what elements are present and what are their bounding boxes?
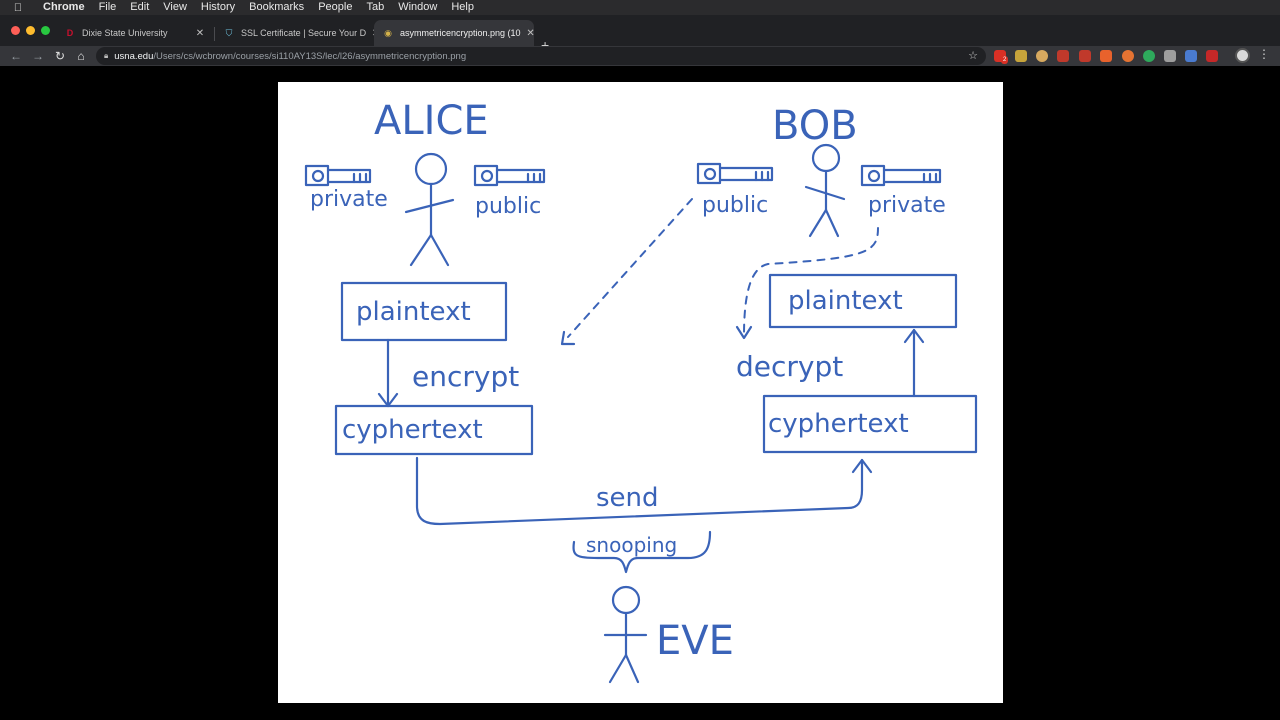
browser-toolbar: ← → ↻ ⌂ 🔒︎ usna.edu /Users/cs/wcbrown/co… (0, 46, 1280, 66)
dixie-favicon-icon: D (66, 28, 74, 38)
url-path: /Users/cs/wcbrown/courses/si110AY13S/lec… (153, 50, 467, 62)
asymmetric-encryption-diagram: ALICE BOB EVE (304, 98, 978, 684)
circle-extension-icon[interactable] (1122, 50, 1134, 62)
bob-public-key-label: public (702, 193, 768, 218)
html5-extension-icon[interactable] (1100, 50, 1112, 62)
bob-cyphertext-box (762, 394, 978, 454)
forward-arrow-icon[interactable]: → (32, 49, 44, 63)
extension-badge: 2 (1001, 56, 1009, 64)
apple-menu-icon[interactable]:  (0, 2, 36, 14)
back-arrow-icon[interactable]: ← (10, 49, 22, 63)
tab-title: SSL Certificate | Secure Your D (241, 28, 367, 38)
alice-public-key-icon (473, 164, 546, 187)
address-bar[interactable]: 🔒︎ usna.edu /Users/cs/wcbrown/courses/si… (96, 47, 986, 65)
menu-edit[interactable]: Edit (130, 1, 150, 13)
lock-icon: 🔒︎ (104, 51, 109, 60)
tab-asymmetric-encryption[interactable]: ◉ asymmetricencryption.png (10 ✕ (374, 20, 535, 46)
blue-extension-icon[interactable] (1185, 50, 1197, 62)
menu-history[interactable]: History (200, 1, 236, 13)
shield-favicon-icon: ⛉ (225, 27, 233, 38)
gray-extension-icon[interactable] (1164, 50, 1176, 62)
reload-icon[interactable]: ↻ (54, 49, 66, 63)
menu-help[interactable]: Help (451, 1, 474, 13)
snooping-label: snooping (586, 533, 677, 557)
menu-tab[interactable]: Tab (366, 1, 385, 13)
alice-private-key-label: private (310, 187, 388, 212)
alice-stick-figure (404, 152, 455, 267)
tab-strip: D Dixie State University ✕ ⛉ SSL Certifi… (0, 15, 1280, 53)
menu-people[interactable]: People (318, 1, 353, 13)
send-label: send (596, 483, 659, 513)
macos-menu-bar:  Chrome File Edit View History Bookmark… (0, 0, 1280, 15)
decrypt-label: decrypt (736, 350, 843, 383)
puzzle-extension-icon[interactable] (1015, 50, 1027, 62)
alice-cyphertext-label: cyphertext (342, 415, 483, 445)
bob-cyphertext-label: cyphertext (768, 409, 909, 439)
alice-public-key-label: public (475, 194, 541, 219)
asymmetric-encryption-image: ALICE BOB EVE (278, 82, 1003, 703)
snooping-brace (572, 530, 712, 574)
menu-window[interactable]: Window (398, 1, 438, 13)
menu-view[interactable]: View (163, 1, 187, 13)
bob-public-key-icon (696, 162, 774, 185)
adblock-extension-icon[interactable] (1057, 50, 1069, 62)
red-extension-icon[interactable] (1206, 50, 1218, 62)
alice-encrypt-arrowhead (377, 392, 399, 408)
bob-private-key-label: private (868, 193, 946, 218)
bob-public-key-arrowhead (560, 330, 576, 346)
tab-dixie-state[interactable]: D Dixie State University ✕ (56, 20, 214, 46)
menu-file[interactable]: File (98, 1, 117, 13)
grammarly-extension-icon[interactable] (1143, 50, 1155, 62)
bob-label: BOB (772, 103, 858, 149)
bookmark-star-icon[interactable]: ☆ (968, 50, 978, 62)
tab-title: Dixie State University (82, 28, 168, 38)
menu-bookmarks[interactable]: Bookmarks (249, 1, 305, 13)
send-arrowhead (851, 458, 873, 474)
profile-avatar-icon[interactable] (1235, 48, 1250, 63)
bob-plaintext-label: plaintext (788, 286, 903, 316)
alice-label: ALICE (374, 98, 489, 144)
alice-cyphertext-box (334, 404, 534, 456)
more-menu-icon[interactable]: ⋮ (1258, 47, 1270, 61)
bob-stick-figure (804, 143, 846, 238)
bob-private-key-dashed-arrow (743, 227, 879, 337)
bob-private-key-icon (860, 164, 942, 187)
bob-private-key-arrowhead (735, 325, 753, 340)
bob-decrypt-arrowhead (903, 328, 925, 344)
tab-close-icon[interactable]: ✕ (195, 27, 205, 39)
page-viewport: ALICE BOB EVE (0, 66, 1280, 720)
menu-chrome[interactable]: Chrome (43, 1, 85, 13)
bob-public-key-dashed-arrow (567, 198, 693, 338)
new-tab-plus-icon[interactable]: + (541, 37, 550, 53)
send-arrow (415, 456, 864, 526)
usna-favicon-icon: ◉ (384, 27, 392, 38)
window-minimize-icon[interactable] (26, 26, 35, 35)
url-domain: usna.edu (114, 50, 154, 62)
eve-label: EVE (656, 618, 734, 664)
alice-private-key-icon (304, 164, 372, 187)
cookie-extension-icon[interactable] (1036, 50, 1048, 62)
tab-divider (214, 27, 215, 41)
alice-plaintext-label: plaintext (356, 297, 471, 327)
tab-title: asymmetricencryption.png (10 (400, 28, 521, 38)
grid-extension-icon[interactable] (1079, 50, 1091, 62)
tab-ssl-certificate[interactable]: ⛉ SSL Certificate | Secure Your D ✕ (215, 20, 381, 46)
home-icon[interactable]: ⌂ (77, 49, 85, 63)
alice-plaintext-box (340, 281, 508, 342)
encrypt-label: encrypt (412, 360, 519, 393)
window-close-icon[interactable] (11, 26, 20, 35)
eve-stick-figure (603, 585, 648, 684)
window-zoom-icon[interactable] (41, 26, 50, 35)
bob-plaintext-box (768, 273, 958, 329)
tab-close-icon[interactable]: ✕ (526, 27, 535, 39)
